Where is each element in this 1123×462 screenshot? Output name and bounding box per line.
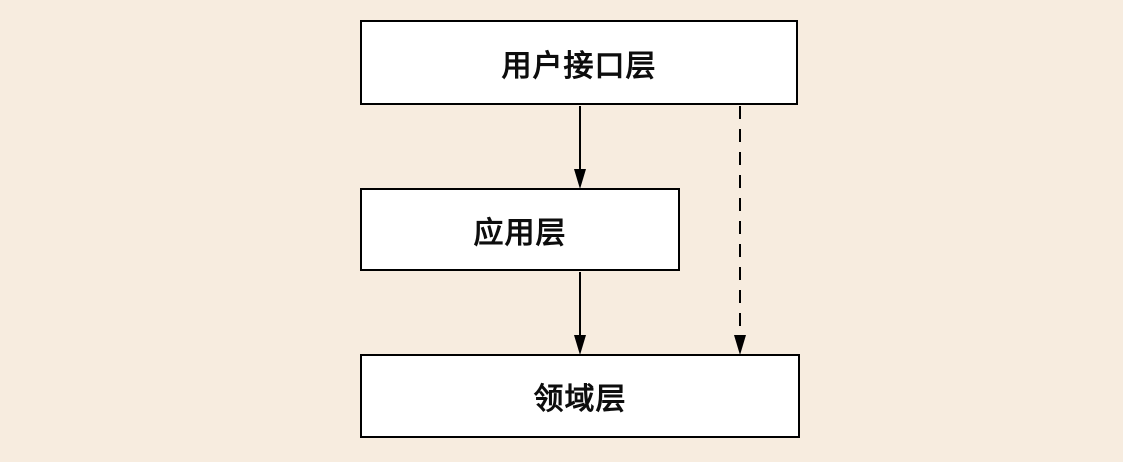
- node-ui-layer-label: 用户接口层: [501, 49, 657, 83]
- node-domain-layer: 领域层: [360, 354, 800, 438]
- node-application-layer: 应用层: [360, 188, 680, 271]
- node-domain-layer-label: 领域层: [533, 383, 627, 416]
- arrow-application-to-domain: [574, 272, 586, 355]
- arrow-ui-to-application: [574, 106, 586, 189]
- arrow-ui-to-domain-dashed: [734, 106, 746, 355]
- node-ui-layer: 用户接口层: [360, 20, 798, 105]
- node-application-layer-label: 应用层: [473, 216, 567, 250]
